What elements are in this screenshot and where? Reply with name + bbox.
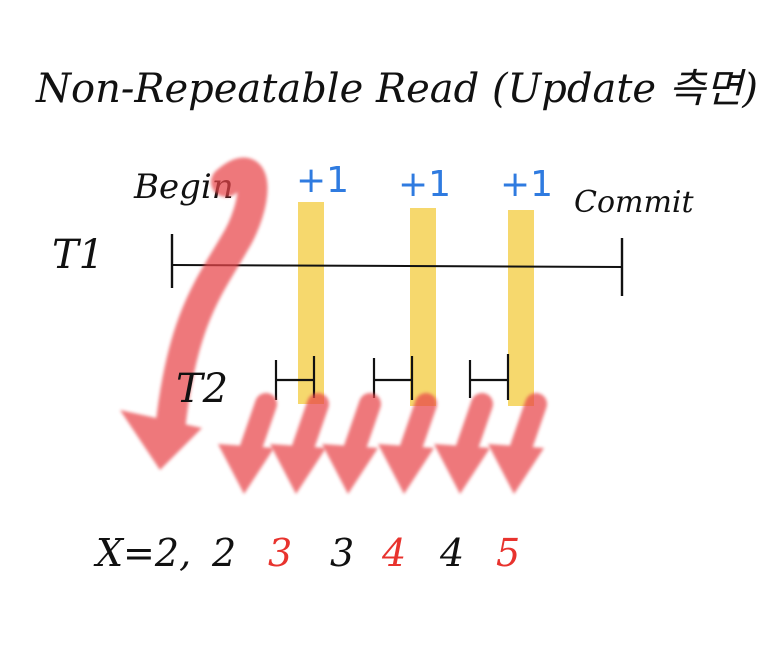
- x-value: 2: [211, 531, 236, 575]
- red-arrow: [488, 393, 547, 494]
- red-arrow: [434, 393, 493, 494]
- t2-transaction-3: [468, 354, 510, 400]
- red-arrow-row: [218, 393, 547, 494]
- increment-label-2: +1: [398, 164, 451, 205]
- update-highlight-2: [410, 208, 436, 406]
- x-value: 5: [496, 531, 520, 575]
- commit-label: Commit: [574, 185, 695, 220]
- red-arrow: [378, 393, 437, 494]
- increment-label-3: +1: [500, 164, 553, 205]
- t2-transaction-2: [372, 356, 414, 400]
- t2-transaction-1: [274, 356, 316, 400]
- curved-red-arrow: [120, 157, 268, 470]
- update-highlight-1: [298, 202, 324, 404]
- x-value: 4: [439, 531, 464, 575]
- t1-label: T1: [52, 232, 104, 278]
- x-sequence-prefix: X=2,: [93, 531, 191, 575]
- increment-label-1: +1: [296, 160, 349, 201]
- red-arrow: [270, 393, 329, 494]
- red-arrow: [218, 393, 277, 494]
- x-value: 4: [381, 531, 406, 575]
- t2-label: T2: [176, 366, 228, 412]
- t1-timeline: [171, 264, 623, 268]
- red-arrow: [322, 393, 381, 494]
- update-highlight-3: [508, 210, 534, 406]
- x-value: 3: [268, 531, 292, 575]
- x-value: 3: [330, 531, 354, 575]
- diagram-title: Non-Repeatable Read (Update 측면): [35, 66, 758, 112]
